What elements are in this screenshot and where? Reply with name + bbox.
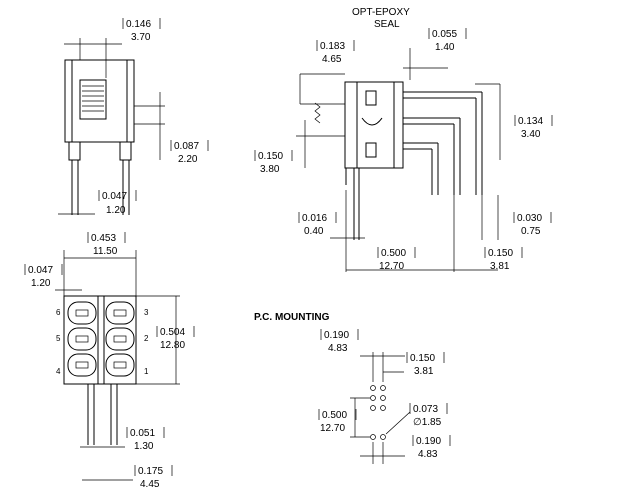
pc-mounting-title: P.C. MOUNTING <box>254 312 330 323</box>
label-pc150-inch: 0.150 <box>410 353 435 364</box>
label-pc190b-inch: 0.190 <box>416 436 441 447</box>
pin-label-2: 2 <box>144 334 149 343</box>
pc-mounting-view <box>350 352 411 464</box>
label-d051-mm: 1.30 <box>134 441 154 452</box>
label-pc190-inch: 0.190 <box>324 330 349 341</box>
label-seal-mm: 1.40 <box>435 42 455 53</box>
pin-label-3: 3 <box>144 308 149 317</box>
label-d134-mm: 3.40 <box>521 129 541 140</box>
label-epoxy2: SEAL <box>374 19 400 30</box>
label-d030-inch: 0.030 <box>517 213 542 224</box>
label-w453-mm: 11.50 <box>93 246 118 257</box>
label-p047-mm: 1.20 <box>31 278 51 289</box>
label-w453-inch: 0.453 <box>91 233 116 244</box>
label-act-inch: 0.087 <box>174 141 199 152</box>
label-d150b-inch: 0.150 <box>488 248 513 259</box>
label-w-inch: 0.146 <box>126 19 151 30</box>
label-d500-inch: 0.500 <box>381 248 406 259</box>
pin-label-6: 6 <box>56 308 61 317</box>
end-view <box>58 38 165 215</box>
label-d051-inch: 0.051 <box>130 428 155 439</box>
label-pc150-mm: 3.81 <box>414 366 434 377</box>
label-d150-inch: 0.150 <box>258 151 283 162</box>
label-epoxy1: OPT-EPOXY <box>352 7 410 18</box>
label-pc190-mm: 4.83 <box>328 343 348 354</box>
label-pc190b-mm: 4.83 <box>418 449 438 460</box>
label-pc073-inch: 0.073 <box>413 404 438 415</box>
pin-label-1: 1 <box>144 367 149 376</box>
label-d500-mm: 12.70 <box>379 261 404 272</box>
label-pin-mm: 1.20 <box>106 205 126 216</box>
label-h504-mm: 12.80 <box>160 340 185 351</box>
label-d175-mm: 4.45 <box>140 479 160 490</box>
label-d030-mm: 0.75 <box>521 226 541 237</box>
label-d134-inch: 0.134 <box>518 116 543 127</box>
bottom-view <box>55 250 180 481</box>
label-seal-inch: 0.055 <box>432 29 457 40</box>
side-view <box>296 48 501 272</box>
label-w-mm: 3.70 <box>131 32 151 43</box>
label-h504-inch: 0.504 <box>160 327 185 338</box>
label-pc073-mm: ∅1.85 <box>413 417 442 428</box>
pin-label-5: 5 <box>56 334 61 343</box>
label-d150-mm: 3.80 <box>260 164 280 175</box>
label-pin-inch: 0.047 <box>102 191 127 202</box>
label-d016-mm: 0.40 <box>304 226 324 237</box>
label-d016-inch: 0.016 <box>302 213 327 224</box>
label-d175-inch: 0.175 <box>138 466 163 477</box>
label-pc500-mm: 12.70 <box>320 423 345 434</box>
label-d183-mm: 4.65 <box>322 54 342 65</box>
label-p047-inch: 0.047 <box>28 265 53 276</box>
pin-label-4: 4 <box>56 367 61 376</box>
label-act-mm: 2.20 <box>178 154 198 165</box>
label-pc500-inch: 0.500 <box>322 410 347 421</box>
inch-brackets <box>24 18 553 476</box>
label-d150b-mm: 3.81 <box>490 261 510 272</box>
label-d183-inch: 0.183 <box>320 41 345 52</box>
